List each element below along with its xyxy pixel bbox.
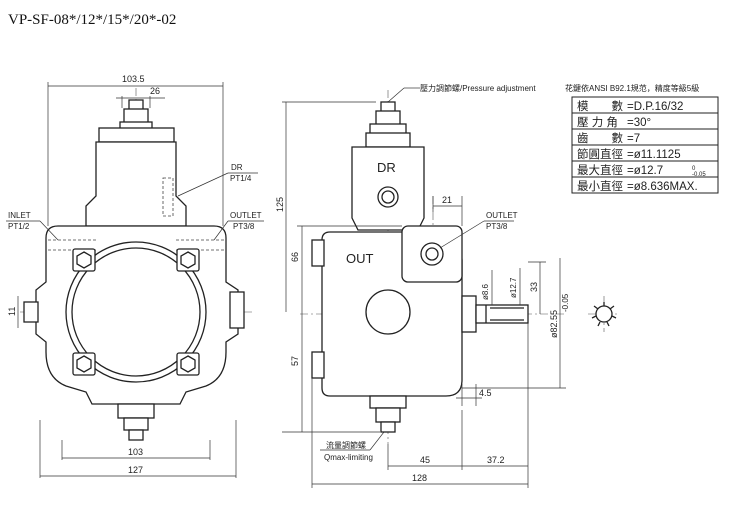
dim-total-width: 127 [128, 465, 143, 475]
side-dimensions: 125 66 57 21 ø8.6 ø12.7 33 ø82.5 [275, 101, 570, 488]
side-qmax-screw [375, 407, 401, 423]
dim-d-bore: ø8.6 [481, 283, 490, 300]
front-bolts [72, 248, 200, 376]
inlet-port-label: INLET [8, 211, 31, 220]
front-shaft-stub [23, 301, 39, 323]
qmax-label-cn: 流量調節螺 [326, 440, 366, 450]
dim-w-45: 45 [420, 455, 430, 465]
front-right-boss [229, 291, 245, 329]
side-left-lug-top [311, 239, 325, 267]
spline-row-value: =30° [627, 117, 651, 129]
dim-d-shaft: ø12.7 [509, 277, 518, 298]
qmax-label-en: Qmax-limiting [324, 453, 373, 462]
spline-teeth [591, 302, 617, 327]
side-outlet-port [420, 242, 444, 266]
dim-w21: 21 [442, 195, 452, 205]
side-shaft [475, 304, 529, 324]
front-upper-body [85, 141, 187, 227]
spline-row-label: 模 數 [577, 100, 623, 113]
spline-caption: 花鍵依ANSI B92.1規范，精度等級5級 [565, 83, 699, 93]
dim-h-upper: 66 [290, 252, 300, 262]
dim-base-width: 103 [128, 447, 143, 457]
drawing-title: VP-SF-08*/12*/15*/20*-02 [8, 12, 176, 28]
front-flange-inner [71, 247, 201, 377]
front-bottom-screw-base [117, 403, 155, 419]
dim-shaft-width: 26 [150, 86, 160, 96]
spline-row-label: 壓 力 角 [577, 116, 618, 129]
spline-row-value: =ø12.7 [627, 165, 663, 177]
spline-table: 花鍵依ANSI B92.1規范，精度等級5級 模 數 =D.P.16/32 壓 … [565, 83, 719, 194]
dim-h-lower: 57 [290, 356, 300, 366]
dr-port-size: PT1/4 [230, 174, 252, 183]
side-outlet-label: OUTLET [486, 211, 518, 220]
outlet-port-label: OUTLET [230, 211, 262, 220]
side-view: DR OUT 壓力調節螺/Pressure adjustment OUTLET [275, 83, 570, 488]
spline-detail [588, 296, 620, 332]
spline-gear [595, 305, 613, 323]
side-inlet-port [365, 289, 411, 335]
spline-row-label: 節圓直徑 [577, 147, 623, 161]
spline-table-rows: 模 數 =D.P.16/32 壓 力 角 =30° 齒 數 =7 節圓直徑 =ø… [572, 100, 718, 193]
dr-port-label: DR [231, 163, 243, 172]
inlet-port-size: PT1/2 [8, 222, 30, 231]
front-bottom-screw-tip [128, 429, 144, 441]
side-dr-mark: DR [377, 160, 396, 175]
spline-tol-lower: -0.05 [692, 172, 706, 178]
front-bottom-screw-nut [123, 417, 149, 431]
front-adjust-screw [98, 99, 175, 143]
spline-row-value: =D.P.16/32 [627, 101, 683, 113]
spline-row-value: =7 [627, 133, 640, 145]
pressure-adjust-label: 壓力調節螺/Pressure adjustment [420, 83, 536, 93]
dim-w-37: 37.2 [487, 455, 505, 465]
front-dimensions: 103.5 26 103 127 11 [7, 74, 237, 478]
dim-d-flange: ø82.55 [549, 310, 559, 338]
side-outlet-size: PT3/8 [486, 222, 508, 231]
spline-row-label: 齒 數 [577, 132, 623, 145]
front-port-labels: DR PT1/4 INLET PT1/2 OUTLET PT3/8 [6, 163, 264, 241]
front-view: 103.5 26 103 127 11 DR PT1/4 INLET PT1/2 [6, 74, 264, 478]
screw-nut [123, 108, 149, 124]
spline-tol-upper: 0 [692, 166, 696, 172]
dim-top-width: 103.5 [122, 74, 145, 84]
side-flange-step [461, 295, 477, 333]
spline-row-value: =ø8.636MAX. [627, 181, 698, 193]
drain-passage [162, 177, 174, 217]
side-out-mark: OUT [346, 251, 374, 266]
dim-h33: 33 [529, 282, 539, 292]
dim-d-flange-tol: -0.05 [561, 293, 570, 312]
outlet-port-size: PT3/8 [233, 222, 255, 231]
spline-row-label: 最小直徑 [577, 179, 623, 193]
side-dr-port [377, 186, 399, 208]
side-adjust-screw [365, 101, 411, 148]
spline-row-value: =ø11.1125 [627, 149, 681, 161]
dim-w-128: 128 [412, 473, 427, 483]
dim-shaft-height: 11 [7, 307, 17, 316]
spline-row-label: 最大直徑 [577, 163, 623, 177]
dim-h-total: 125 [275, 197, 285, 212]
screw-housing [98, 127, 175, 143]
dim-w45: 4.5 [479, 388, 492, 398]
side-left-lug-bottom [311, 351, 325, 379]
